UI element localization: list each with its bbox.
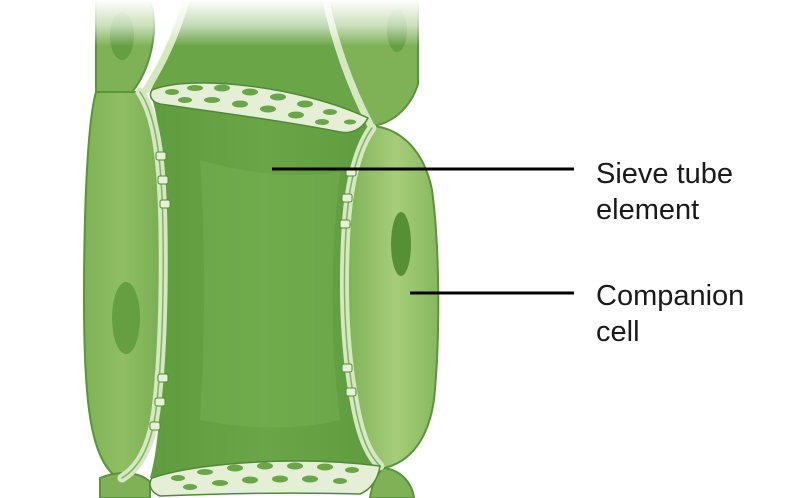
sieve-pore bbox=[345, 467, 359, 473]
sieve-pore bbox=[333, 478, 347, 484]
sieve-plate-bottom bbox=[149, 460, 381, 497]
pit bbox=[345, 387, 357, 397]
sieve-pore bbox=[323, 109, 337, 115]
sieve-plate-top-body bbox=[149, 82, 370, 134]
left-cell-nucleus bbox=[112, 282, 140, 354]
pit bbox=[155, 151, 167, 161]
sieve-pore bbox=[232, 100, 248, 108]
sieve-pore bbox=[297, 100, 313, 108]
sieve-pore bbox=[171, 475, 185, 481]
sieve-pore bbox=[214, 84, 230, 92]
sieve-pore bbox=[288, 111, 304, 119]
sieve-pore bbox=[287, 462, 303, 470]
left-wall-edge bbox=[121, 91, 164, 479]
left-cell-column bbox=[82, 0, 162, 498]
sieve-tube-label-line2: element bbox=[596, 194, 700, 226]
sieve-pore bbox=[183, 484, 197, 490]
sieve-pore bbox=[178, 97, 192, 103]
pit bbox=[149, 421, 161, 431]
plasmodesmata bbox=[149, 151, 357, 431]
sieve-pore bbox=[165, 89, 179, 95]
sieve-pore bbox=[227, 464, 243, 472]
pit bbox=[339, 219, 351, 229]
sieve-pore bbox=[272, 475, 288, 483]
sieve-pore bbox=[197, 469, 213, 475]
pit bbox=[154, 397, 166, 407]
sieve-pore bbox=[270, 93, 286, 101]
sieve-tube-cytoplasm bbox=[200, 160, 340, 428]
companion-cell-nucleus bbox=[391, 212, 411, 276]
sieve-tube-element-label: Sieve tube element bbox=[596, 156, 733, 228]
pit bbox=[157, 175, 169, 185]
pit bbox=[341, 363, 353, 373]
sieve-plate-top bbox=[149, 82, 370, 134]
companion-cell-label-line2: cell bbox=[596, 316, 640, 348]
sieve-pore bbox=[204, 97, 220, 103]
sieve-pore bbox=[260, 105, 276, 113]
sieve-pores-bottom bbox=[171, 462, 359, 490]
sieve-pore bbox=[302, 475, 318, 483]
pit bbox=[157, 373, 169, 383]
sieve-tube-label-line1: Sieve tube bbox=[596, 158, 734, 190]
sieve-pore bbox=[242, 476, 258, 484]
sieve-pore bbox=[257, 462, 273, 470]
pit bbox=[341, 193, 353, 203]
companion-cell-label: Companion cell bbox=[596, 278, 744, 350]
sieve-pore bbox=[212, 480, 228, 486]
left-bottom-cell bbox=[99, 472, 151, 498]
sieve-pore bbox=[317, 463, 333, 471]
companion-cell-label-line1: Companion bbox=[596, 280, 745, 312]
sieve-pore bbox=[187, 85, 203, 91]
pit bbox=[159, 199, 171, 209]
sieve-pore bbox=[242, 88, 258, 96]
sieve-pores-top bbox=[165, 84, 356, 125]
top-fade bbox=[80, 0, 440, 46]
sieve-pore bbox=[315, 119, 329, 125]
sieve-pore bbox=[344, 119, 356, 125]
